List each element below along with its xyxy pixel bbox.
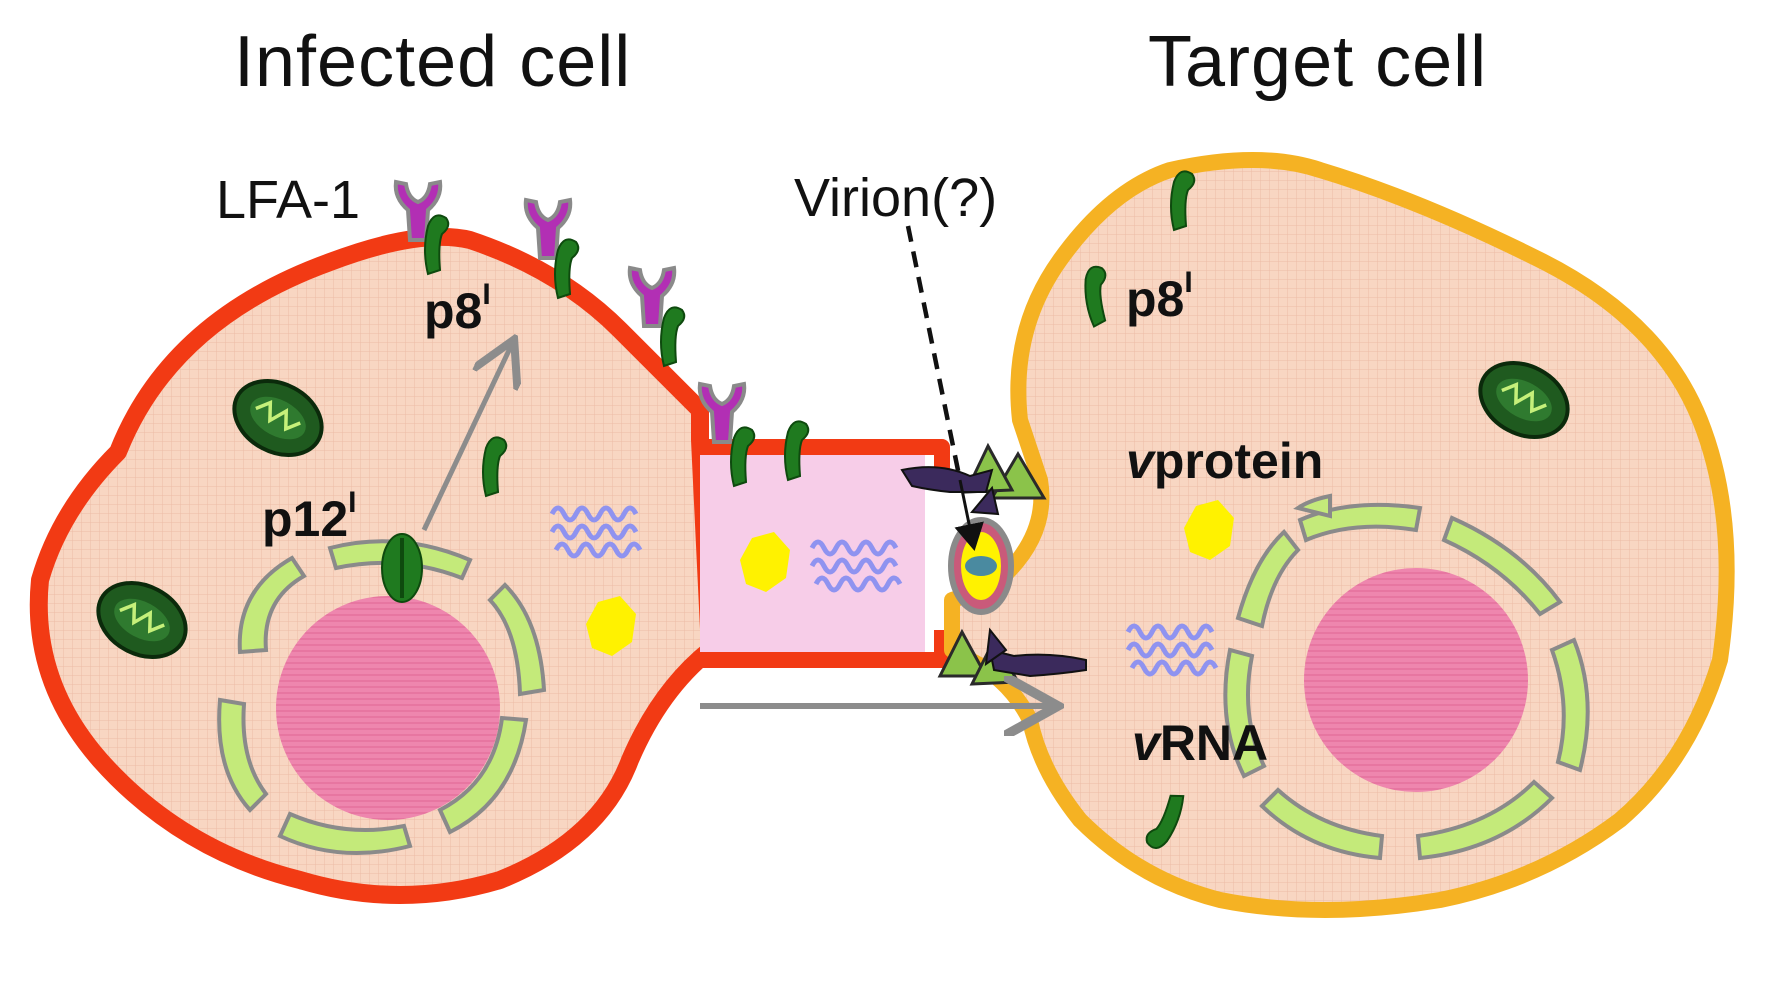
p8-infected-label: p8I bbox=[424, 278, 491, 339]
p12-protein-icon bbox=[381, 533, 423, 603]
virion-label: Virion(?) bbox=[794, 168, 997, 228]
p12-sup: I bbox=[348, 486, 356, 519]
vprotein-icon bbox=[740, 532, 790, 592]
infected-cell-title: Infected cell bbox=[234, 22, 631, 102]
vrna-label: vRNA bbox=[1132, 715, 1268, 771]
synapse-receptors bbox=[900, 442, 1087, 686]
vprotein-icon bbox=[1184, 500, 1234, 560]
virion-pointer-arrowhead bbox=[954, 479, 984, 551]
p12-label: p12I bbox=[262, 486, 357, 547]
vprotein-prefix: v bbox=[1126, 433, 1157, 489]
p8-target-label: p8I bbox=[1126, 266, 1193, 327]
p8-target-text: p8 bbox=[1126, 271, 1184, 327]
p8-target-sup: I bbox=[1184, 266, 1192, 299]
virion-pointer-arrow bbox=[905, 225, 963, 481]
target-cell-membrane bbox=[944, 152, 1735, 918]
arrow-p12-to-p8 bbox=[421, 344, 512, 532]
vprotein-rest: protein bbox=[1154, 433, 1323, 489]
p8-infected-text: p8 bbox=[424, 283, 482, 339]
infected-nucleus bbox=[276, 596, 500, 820]
vprotein-icon bbox=[586, 596, 636, 656]
target-nucleus bbox=[1304, 568, 1528, 792]
vrna-prefix: v bbox=[1132, 715, 1163, 771]
lfa1-label: LFA-1 bbox=[216, 170, 360, 230]
infected-er bbox=[217, 539, 547, 856]
p12-text: p12 bbox=[262, 491, 348, 547]
target-cell-title: Target cell bbox=[1148, 22, 1487, 102]
target-er bbox=[1223, 493, 1590, 861]
virion-icon bbox=[948, 517, 1014, 615]
p8-protein-icon bbox=[660, 306, 686, 367]
vprotein-label: vprotein bbox=[1126, 433, 1323, 489]
infected-cell-membrane bbox=[29, 227, 719, 904]
vrna-rest: RNA bbox=[1160, 715, 1268, 771]
p8-infected-sup: I bbox=[482, 278, 490, 311]
